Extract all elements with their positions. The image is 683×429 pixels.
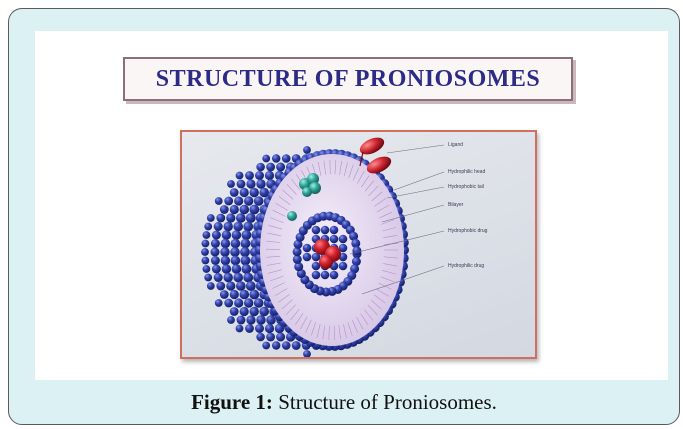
figure-image: STRUCTURE OF PRONIOSOMES: [35, 31, 668, 380]
figure-frame: STRUCTURE OF PRONIOSOMES: [8, 8, 680, 425]
proniosome-illustration: [182, 132, 537, 359]
label-hydrophilic-head: Hydrophilic head: [448, 169, 485, 175]
label-ligand: Ligand: [448, 142, 463, 148]
figure-caption-label: Figure 1:: [191, 390, 273, 414]
figure-caption-text: Structure of Proniosomes.: [273, 390, 497, 414]
proniosome-diagram: Ligand Hydrophilic head Hydrophobic tail…: [180, 130, 537, 359]
label-hydrophobic-drug: Hydrophobic drug: [448, 228, 487, 234]
label-hydrophilic-drug: Hydrophilic drug: [448, 263, 484, 269]
label-bilayer: Bilayer: [448, 202, 463, 208]
diagram-title-box: STRUCTURE OF PRONIOSOMES: [123, 57, 573, 101]
label-hydrophobic-tail: Hydrophobic tail: [448, 184, 484, 190]
figure-caption: Figure 1: Structure of Proniosomes.: [9, 390, 679, 415]
diagram-title: STRUCTURE OF PRONIOSOMES: [156, 66, 541, 93]
